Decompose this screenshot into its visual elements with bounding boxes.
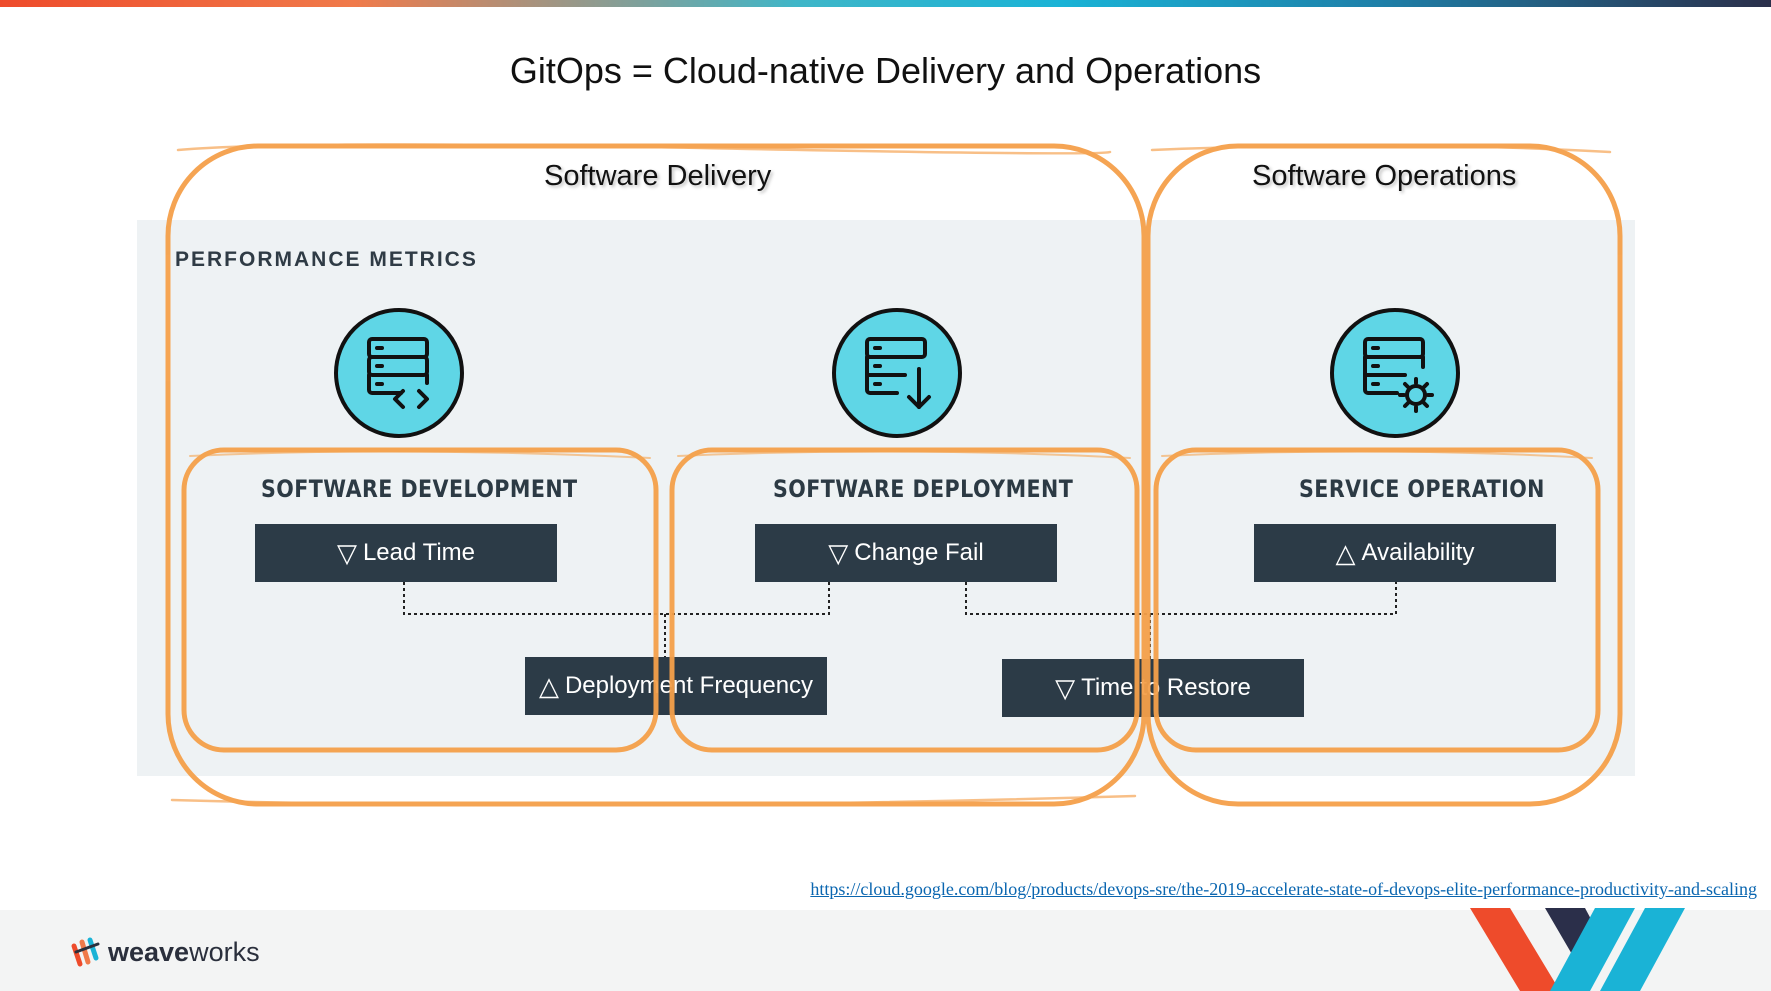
weaveworks-logo: weaveworks — [70, 936, 260, 968]
metric-time-to-restore-label: Time to Restore — [1081, 674, 1251, 701]
slide-title: GitOps = Cloud-native Delivery and Opera… — [509, 50, 1262, 91]
source-link[interactable]: https://cloud.google.com/blog/products/d… — [810, 879, 1757, 899]
weaveworks-logo-icon — [71, 937, 100, 967]
top-gradient-bar — [0, 0, 1771, 7]
increase-triangle-icon: △ — [538, 671, 559, 701]
decrease-triangle-icon: ▽ — [828, 538, 849, 568]
decrease-triangle-icon: ▽ — [1055, 673, 1076, 703]
section-title-software-delivery: Software Delivery — [544, 160, 772, 192]
group-title-service-operation: SERVICE OPERATION — [1299, 475, 1545, 503]
weaveworks-watermark-logo — [1470, 908, 1685, 991]
metric-time-to-restore: ▽ Time to Restore — [1002, 659, 1304, 717]
metric-change-fail: ▽ Change Fail — [755, 524, 1057, 582]
weaveworks-wordmark: weaveworks — [108, 936, 260, 967]
metric-deployment-frequency: △ Deployment Frequency — [525, 657, 827, 715]
group-title-software-development: SOFTWARE DEVELOPMENT — [261, 475, 578, 503]
metric-lead-time-label: Lead Time — [362, 539, 476, 566]
metric-deployment-frequency-label: Deployment Frequency — [564, 672, 814, 699]
group-title-software-deployment: SOFTWARE DEPLOYMENT — [773, 475, 1074, 503]
metric-availability-label: Availability — [1361, 539, 1475, 566]
metric-availability: △ Availability — [1254, 524, 1556, 582]
metric-change-fail-label: Change Fail — [854, 539, 984, 566]
increase-triangle-icon: △ — [1335, 538, 1356, 568]
performance-metrics-label: PERFORMANCE METRICS — [175, 248, 478, 271]
server-download-icon — [832, 308, 962, 438]
decrease-triangle-icon: ▽ — [336, 538, 357, 568]
server-code-icon — [334, 308, 464, 438]
footer-bar — [0, 910, 1771, 991]
metric-lead-time: ▽ Lead Time — [255, 524, 557, 582]
section-title-software-operations: Software Operations — [1252, 160, 1517, 192]
server-gear-icon — [1330, 308, 1460, 438]
